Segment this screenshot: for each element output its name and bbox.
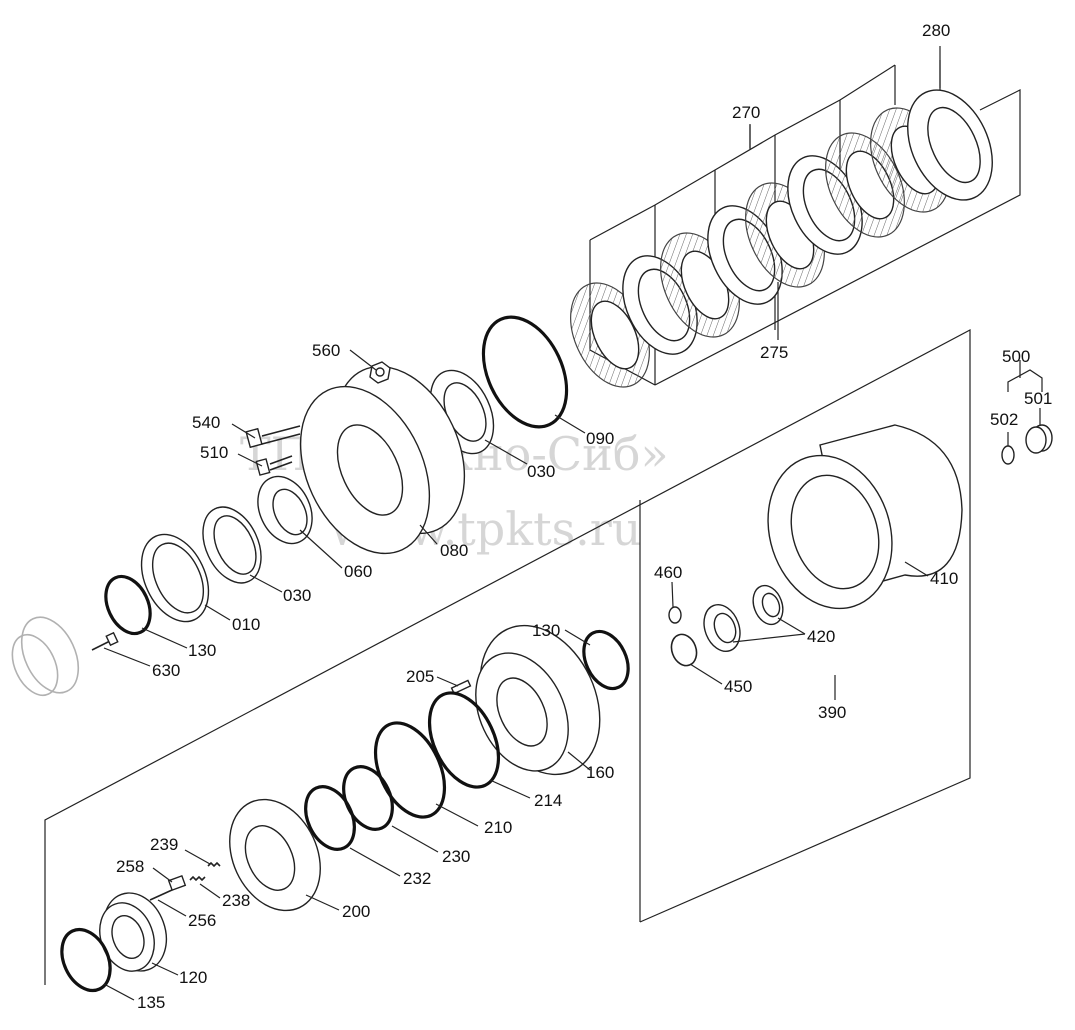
label-200: 200 <box>342 902 370 921</box>
pin-205 <box>450 679 472 695</box>
label-502: 502 <box>990 410 1018 429</box>
label-238: 238 <box>222 891 250 910</box>
label-560: 560 <box>312 341 340 360</box>
o-ring-090 <box>481 315 569 429</box>
label-160: 160 <box>586 763 614 782</box>
nut-560 <box>369 361 391 384</box>
label-270: 270 <box>732 103 760 122</box>
o-ring-232 <box>304 785 356 851</box>
label-214: 214 <box>534 791 562 810</box>
clutch-end-plate <box>907 89 993 201</box>
label-210: 210 <box>484 818 512 837</box>
label-120: 120 <box>179 968 207 987</box>
label-460: 460 <box>654 563 682 582</box>
label-258: 258 <box>116 857 144 876</box>
gear-120 <box>99 892 168 972</box>
seal-010 <box>140 533 210 623</box>
label-130-left: 130 <box>188 641 216 660</box>
drum-410 <box>767 424 963 610</box>
assembly-frame <box>44 329 971 985</box>
bushing-060 <box>257 475 313 545</box>
label-232: 232 <box>403 869 431 888</box>
label-030-upper: 030 <box>527 462 555 481</box>
o-ring-135 <box>60 927 112 993</box>
bearing-030-lower <box>202 506 262 584</box>
spring-238 <box>189 875 206 882</box>
valve-258 <box>167 875 187 891</box>
o-ring-130-right <box>582 629 630 691</box>
leader-lines <box>103 46 1041 1001</box>
plug-501 <box>1025 424 1053 454</box>
o-ring-130-left <box>104 574 152 636</box>
gear-420 <box>703 584 784 652</box>
label-239: 239 <box>150 835 178 854</box>
label-030-lower: 030 <box>283 586 311 605</box>
label-630: 630 <box>152 661 180 680</box>
label-205: 205 <box>406 667 434 686</box>
label-450: 450 <box>724 677 752 696</box>
pin-256 <box>149 889 173 901</box>
faded-gear <box>11 616 80 697</box>
label-390: 390 <box>818 703 846 722</box>
label-080: 080 <box>440 541 468 560</box>
label-280: 280 <box>922 21 950 40</box>
label-135: 135 <box>137 993 165 1012</box>
label-256: 256 <box>188 911 216 930</box>
clutch-disc-pack <box>570 60 1021 388</box>
carrier-200 <box>229 798 321 912</box>
label-500: 500 <box>1002 347 1030 366</box>
washer-460 <box>668 606 682 624</box>
label-501: 501 <box>1024 389 1052 408</box>
screw-630 <box>91 631 119 651</box>
label-130-right: 130 <box>532 621 560 640</box>
label-540: 540 <box>192 413 220 432</box>
label-230: 230 <box>442 847 470 866</box>
label-275: 275 <box>760 343 788 362</box>
label-090: 090 <box>586 429 614 448</box>
part-labels: 280 270 275 560 540 510 090 030 080 060 … <box>116 21 1052 1012</box>
label-410: 410 <box>930 569 958 588</box>
label-510: 510 <box>200 443 228 462</box>
label-420: 420 <box>807 627 835 646</box>
hub-housing-080 <box>299 365 466 555</box>
label-010: 010 <box>232 615 260 634</box>
o-ring-210 <box>373 721 447 819</box>
bracket-500 <box>1007 368 1043 392</box>
o-ring-214 <box>427 691 501 789</box>
snap-ring-450 <box>670 633 698 667</box>
label-060: 060 <box>344 562 372 581</box>
washer-502 <box>1001 445 1015 465</box>
bolt-510 <box>255 455 293 476</box>
